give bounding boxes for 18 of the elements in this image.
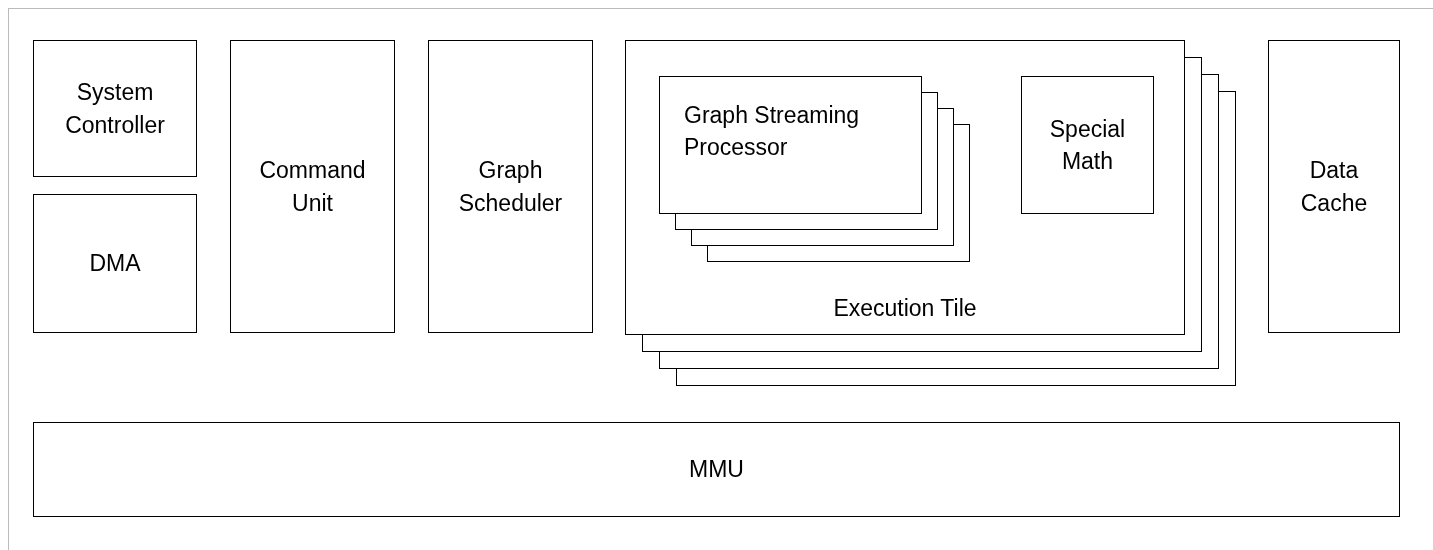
block-label: Graph Scheduler <box>457 156 564 218</box>
block-box <box>33 40 197 177</box>
block-box <box>1021 76 1154 214</box>
block-label: System Controller <box>64 78 166 140</box>
block-box <box>33 422 1400 517</box>
block-label: Command Unit <box>258 156 367 218</box>
block-label: MMU <box>689 455 744 485</box>
block-box <box>230 40 395 333</box>
block-box <box>659 76 922 214</box>
block-box <box>1268 40 1400 333</box>
block-label: DMA <box>89 249 141 279</box>
block-box <box>33 194 197 333</box>
block-label: Graph Streaming Processor <box>684 101 861 163</box>
block-label: Special Math <box>1048 114 1127 176</box>
block-label: Data Cache <box>1299 156 1369 218</box>
block-box <box>625 40 1185 335</box>
block-label: Execution Tile <box>833 293 977 323</box>
block-box <box>428 40 593 333</box>
